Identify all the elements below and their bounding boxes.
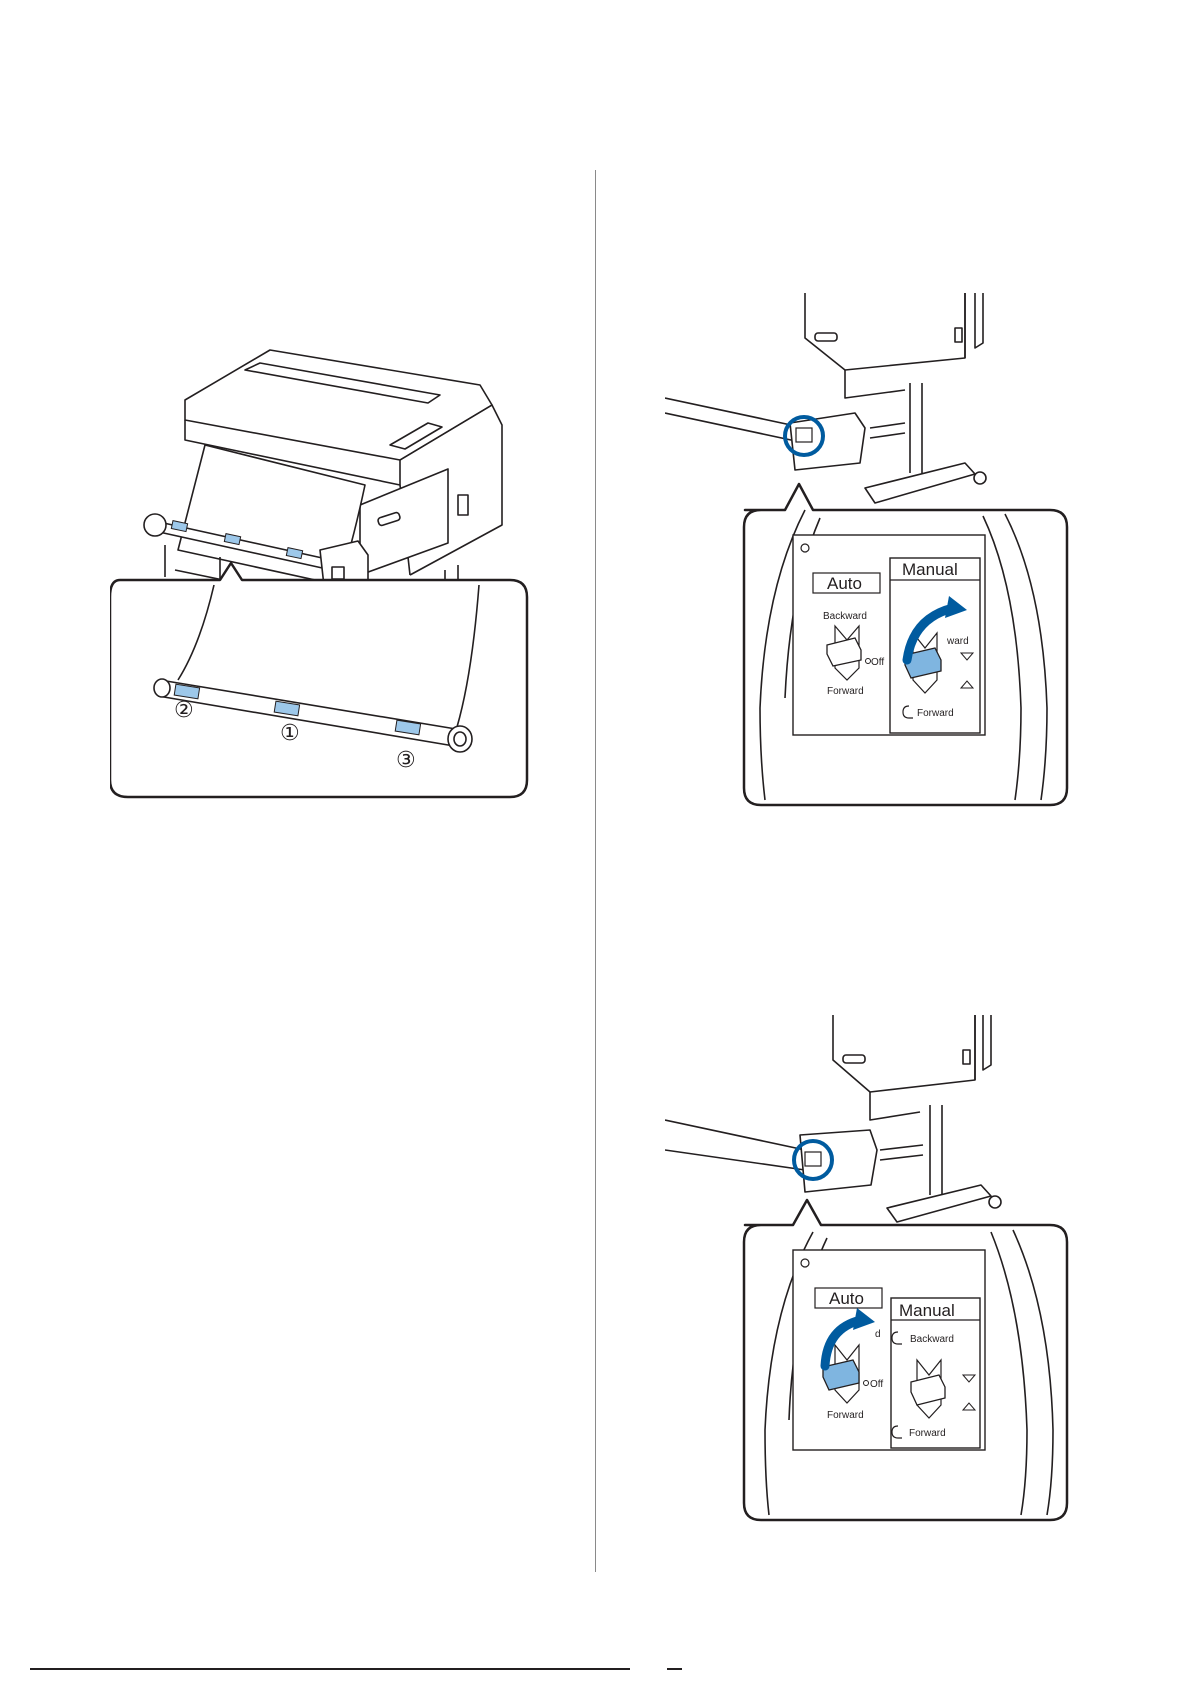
tape-label-2: ② — [174, 698, 194, 723]
autotake-up-switch-manual-illustration: Auto Manual Backward Off Forward ward Fo… — [665, 288, 1085, 808]
forward-label: Forward — [827, 686, 864, 697]
manual-backward-label: Backward — [910, 1334, 954, 1345]
backward-label: Backward — [823, 611, 867, 622]
backward-fragment: d — [875, 1329, 881, 1340]
manual-label: Manual — [902, 560, 958, 579]
manual-forward-label: Forward — [917, 708, 954, 719]
figure-switch-manual: Auto Manual Backward Off Forward ward Fo… — [665, 288, 1085, 808]
figure-switch-auto: Auto Manual d Off Forward Backward Forwa… — [665, 1010, 1085, 1530]
auto-label: Auto — [827, 574, 862, 593]
printer-tape-roll-core-illustration: ① ② ③ — [110, 345, 575, 865]
auto-label: Auto — [829, 1289, 864, 1308]
tape-label-1: ① — [280, 721, 300, 746]
tape-label-3: ③ — [396, 748, 416, 773]
footer-rule — [30, 1668, 630, 1670]
figure-roll-tape: ① ② ③ — [110, 345, 575, 865]
manual-backward-fragment: ward — [946, 636, 969, 647]
manual-label: Manual — [899, 1301, 955, 1320]
off-label: Off — [871, 657, 884, 668]
column-divider — [595, 170, 596, 1572]
forward-label: Forward — [827, 1410, 864, 1421]
off-label: Off — [870, 1379, 883, 1390]
autotake-up-switch-auto-illustration: Auto Manual d Off Forward Backward Forwa… — [665, 1010, 1085, 1530]
manual-forward-label: Forward — [909, 1428, 946, 1439]
footer-tick — [667, 1668, 682, 1670]
